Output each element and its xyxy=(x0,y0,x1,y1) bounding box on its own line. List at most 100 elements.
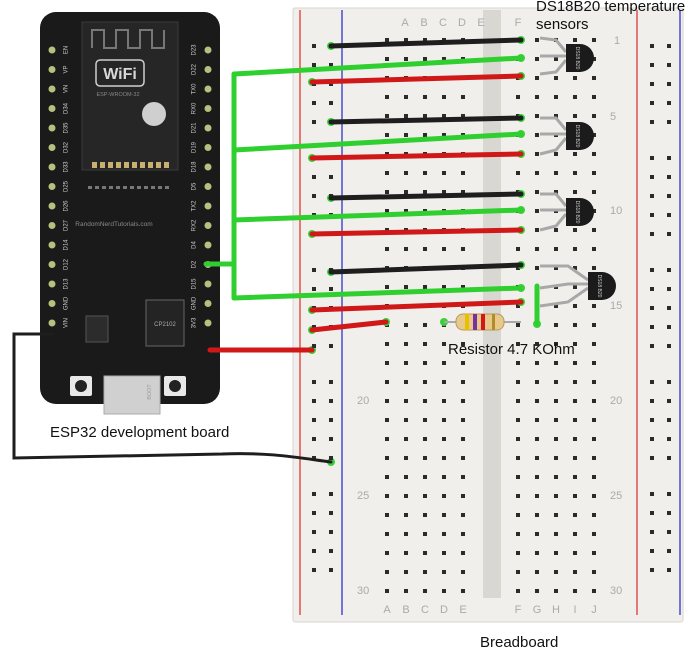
breadboard-hole xyxy=(592,228,596,232)
rail-hole xyxy=(650,268,654,272)
rail-hole xyxy=(329,380,333,384)
breadboard-hole xyxy=(573,437,577,441)
rail-hole xyxy=(667,175,671,179)
breadboard-hole xyxy=(385,247,389,251)
module-pad xyxy=(137,186,141,189)
boot-label: BOOT xyxy=(147,384,153,400)
rail-hole xyxy=(650,568,654,572)
breadboard-hole xyxy=(442,570,446,574)
rail-hole xyxy=(312,492,316,496)
breadboard-hole xyxy=(461,570,465,574)
certification-logo xyxy=(142,102,166,126)
breadboard-hole xyxy=(442,418,446,422)
breadboard-hole xyxy=(592,570,596,574)
rail-hole xyxy=(667,44,671,48)
breadboard-hole xyxy=(535,266,539,270)
breadboard-hole xyxy=(385,114,389,118)
rail-hole xyxy=(650,194,654,198)
header-pin-left xyxy=(48,261,56,268)
col-letter-a-top: A xyxy=(401,17,409,29)
pin-label-left: D14 xyxy=(64,239,70,251)
rail-hole xyxy=(329,418,333,422)
module-pad xyxy=(148,162,153,168)
rail-hole xyxy=(667,82,671,86)
resistor-band-1 xyxy=(465,314,469,330)
header-pin-right xyxy=(204,124,212,132)
pin-label-right: D15 xyxy=(192,278,198,290)
rail-hole xyxy=(329,175,333,179)
sensors: DS18 B20 DS18 B20 DS18 B20 DS18 B20 xyxy=(539,36,616,308)
breadboard-hole xyxy=(535,247,539,251)
breadboard-hole xyxy=(535,190,539,194)
col-letter-f-bottom: F xyxy=(515,604,522,616)
rail-hole xyxy=(312,380,316,384)
breadboard-hole xyxy=(573,532,577,536)
module-pad xyxy=(116,162,121,168)
breadboard-hole xyxy=(461,361,465,365)
breadboard-hole xyxy=(404,532,408,536)
breadboard-hole xyxy=(461,475,465,479)
breadboard-hole xyxy=(404,247,408,251)
breadboard-label: Breadboard xyxy=(480,634,559,651)
wire-black-sensor-2 xyxy=(328,115,524,125)
col-letter-f-top: F xyxy=(515,17,522,29)
breadboard-hole xyxy=(404,399,408,403)
breadboard-hole xyxy=(554,456,558,460)
breadboard-hole xyxy=(442,342,446,346)
breadboard-hole xyxy=(573,456,577,460)
row-number-1-right: 1 xyxy=(614,35,620,47)
breadboard-hole xyxy=(385,532,389,536)
module-pad xyxy=(140,162,145,168)
module-pad xyxy=(165,186,169,189)
module-pad xyxy=(92,162,97,168)
breadboard-hole xyxy=(423,361,427,365)
rail-hole xyxy=(312,101,316,105)
resistor-band-2 xyxy=(473,314,477,330)
breadboard-hole xyxy=(385,95,389,99)
header-pin-left xyxy=(48,280,56,288)
pin-label-left: VP xyxy=(64,65,70,73)
breadboard-hole xyxy=(535,418,539,422)
breadboard-hole xyxy=(385,380,389,384)
breadboard-hole xyxy=(592,399,596,403)
pin-label-left: D12 xyxy=(64,258,70,270)
breadboard-hole xyxy=(442,95,446,99)
rail-hole xyxy=(650,399,654,403)
rail-hole xyxy=(329,82,333,86)
module-pad xyxy=(158,186,162,189)
breadboard-hole xyxy=(423,399,427,403)
breadboard-hole xyxy=(516,342,520,346)
sensor-2-leg-c xyxy=(539,137,568,156)
module-pad xyxy=(95,186,99,189)
breadboard-hole xyxy=(461,247,465,251)
breadboard-hole xyxy=(461,380,465,384)
breadboard-hole xyxy=(573,418,577,422)
sensor-3-leg-c xyxy=(539,213,568,232)
breadboard-hole xyxy=(554,304,558,308)
wire-green-sensor-4 xyxy=(231,285,524,301)
breadboard-hole xyxy=(461,589,465,593)
breadboard-hole xyxy=(385,209,389,213)
header-pin-right xyxy=(204,163,212,171)
breadboard-hole xyxy=(442,532,446,536)
rail-hole xyxy=(667,492,671,496)
breadboard-hole xyxy=(404,57,408,61)
col-letter-j-bottom: J xyxy=(591,604,597,616)
col-letter-d-bottom: D xyxy=(440,604,448,616)
rail-hole xyxy=(667,120,671,124)
rail-hole xyxy=(667,213,671,217)
breadboard-hole xyxy=(385,285,389,289)
pin-label-right: D2 xyxy=(192,260,198,268)
breadboard-hole xyxy=(592,152,596,156)
usb-port xyxy=(103,375,161,415)
breadboard-hole xyxy=(404,494,408,498)
sensor-2-mark: DS18 B20 xyxy=(574,125,580,148)
breadboard-hole xyxy=(404,95,408,99)
rail-hole xyxy=(329,492,333,496)
rail-hole xyxy=(667,399,671,403)
rail-hole xyxy=(667,63,671,67)
rail-hole xyxy=(312,194,316,198)
breadboard-hole xyxy=(554,551,558,555)
col-letter-d-top: D xyxy=(458,17,466,29)
